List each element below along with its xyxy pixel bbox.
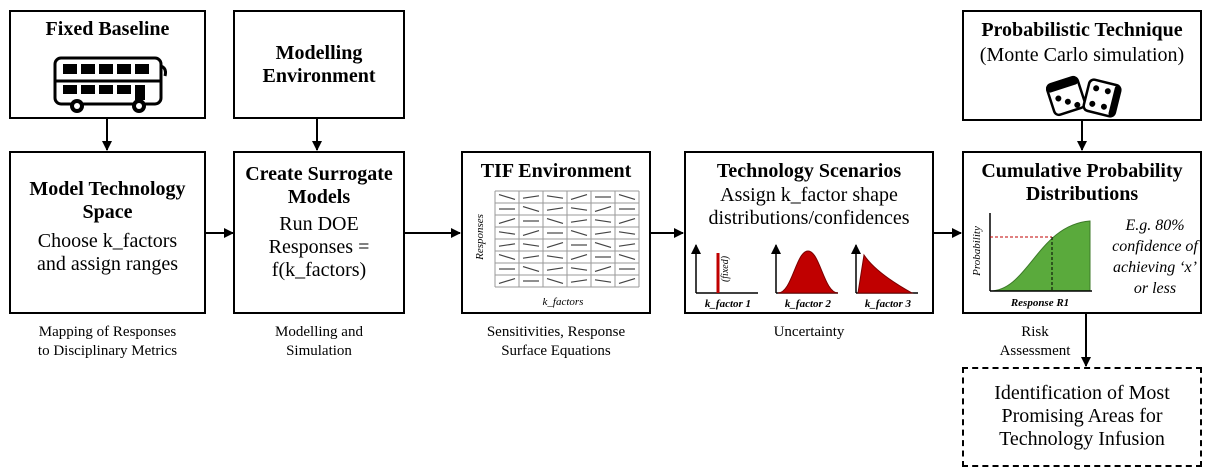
probabilistic-technique-title: Probabilistic Technique xyxy=(981,19,1183,41)
caption-model-technology: Mapping of Responses to Disciplinary Met… xyxy=(37,324,178,359)
sensitivity-trace xyxy=(570,194,588,200)
sensitivity-trace xyxy=(546,267,564,271)
sensitivity-trace xyxy=(570,279,588,283)
cumulative-probability-title: Cumulative Probability Distributions xyxy=(981,160,1183,205)
tif-y-label: Responses xyxy=(474,214,486,261)
model-technology-space-box: Model Technology Space Choose k_factors … xyxy=(9,151,206,314)
k-factor-distributions: (fixed) k_factor 1 k_factor 2 k_factor 3 xyxy=(691,244,918,310)
dist1-note: (fixed) xyxy=(720,255,731,282)
fixed-baseline-title: Fixed Baseline xyxy=(45,18,170,40)
cdf-y-label: Probability xyxy=(971,226,983,277)
sensitivity-trace xyxy=(498,278,516,284)
output-identification-text: Identification of Most Promising Areas f… xyxy=(994,382,1170,450)
dist3-label: k_factor 3 xyxy=(865,298,912,310)
cumulative-probability-box: Cumulative Probability Distributions Pro… xyxy=(962,151,1202,314)
sensitivity-trace xyxy=(546,278,564,284)
sensitivity-trace xyxy=(546,255,564,259)
modelling-environment-box: Modelling Environment xyxy=(233,10,405,119)
sensitivity-trace xyxy=(570,230,588,236)
double-decker-bus-icon xyxy=(53,56,167,113)
sensitivity-trace xyxy=(546,242,564,248)
tif-environment-box: TIF Environment Responses k_factors xyxy=(461,151,651,314)
tif-environment-title: TIF Environment xyxy=(480,160,632,182)
cdf-note: E.g. 80% confidence of achieving ‘x’ or … xyxy=(1112,217,1198,297)
model-technology-space-title: Model Technology Space xyxy=(29,178,186,223)
sensitivity-trace xyxy=(594,231,612,235)
sensitivity-trace xyxy=(522,195,540,199)
caption-tif: Sensitivities, Response Surface Equation… xyxy=(486,324,626,359)
sensitivity-trace xyxy=(498,231,516,235)
cdf-x-label: Response R1 xyxy=(1010,297,1069,309)
sensitivity-trace xyxy=(522,206,540,212)
sensitivity-trace xyxy=(522,243,540,247)
triangular-distribution xyxy=(857,253,914,294)
fixed-baseline-box: Fixed Baseline xyxy=(9,10,206,119)
sensitivity-trace xyxy=(498,243,516,247)
dice-icon xyxy=(1046,75,1122,118)
sensitivity-trace xyxy=(546,218,564,224)
technology-scenarios-box: Technology Scenarios Assign k_factor sha… xyxy=(684,151,934,314)
sensitivity-trace xyxy=(570,254,588,260)
sensitivity-trace xyxy=(618,254,636,260)
create-surrogate-models-box: Create Surrogate Models Run DOE Response… xyxy=(233,151,405,314)
sensitivity-trace xyxy=(522,255,540,259)
sensitivity-trace xyxy=(618,194,636,200)
dist2-label: k_factor 2 xyxy=(785,298,832,310)
create-surrogate-models-title: Create Surrogate Models xyxy=(245,163,393,208)
sensitivity-trace xyxy=(618,243,636,247)
caption-tech-scenarios: Uncertainty xyxy=(773,324,845,340)
sensitivity-trace xyxy=(522,266,540,272)
bell-distribution xyxy=(777,250,839,294)
sensitivity-trace xyxy=(570,219,588,223)
sensitivity-trace xyxy=(570,267,588,271)
sensitivity-trace xyxy=(594,242,612,248)
sensitivity-trace xyxy=(546,195,564,199)
sensitivity-trace xyxy=(498,254,516,260)
create-surrogate-models-body: Run DOE Responses = f(k_factors) xyxy=(268,213,370,281)
caption-surrogate: Modelling and Simulation xyxy=(275,324,363,359)
sensitivity-trace xyxy=(618,218,636,224)
technology-scenarios-body: Assign k_factor shape distributions/conf… xyxy=(708,184,910,229)
sensitivity-trace xyxy=(618,231,636,235)
probabilistic-technique-subtitle: (Monte Carlo simulation) xyxy=(979,44,1185,66)
sensitivity-trace xyxy=(570,207,588,211)
dist1-label: k_factor 1 xyxy=(705,298,751,310)
tif-x-label: k_factors xyxy=(543,296,584,308)
sensitivity-trace xyxy=(618,278,636,284)
technology-scenarios-title: Technology Scenarios xyxy=(716,160,902,182)
sensitivity-trace xyxy=(522,230,540,236)
model-technology-space-body: Choose k_factors and assign ranges xyxy=(36,230,179,275)
sensitivity-trace xyxy=(594,266,612,272)
sensitivity-trace xyxy=(594,279,612,283)
probabilistic-technique-box: Probabilistic Technique (Monte Carlo sim… xyxy=(962,10,1202,121)
sensitivity-grid: Responses k_factors xyxy=(474,190,640,308)
modelling-environment-title: Modelling Environment xyxy=(262,42,376,87)
sensitivity-trace xyxy=(594,219,612,223)
sensitivity-trace xyxy=(546,207,564,211)
output-identification-box: Identification of Most Promising Areas f… xyxy=(962,367,1202,467)
cdf-plot: Probability Response R1 xyxy=(971,213,1092,309)
sensitivity-trace xyxy=(594,206,612,212)
cdf-area xyxy=(989,220,1091,292)
sensitivity-trace xyxy=(498,218,516,224)
sensitivity-trace xyxy=(498,194,516,200)
caption-cumulative: Risk Assessment xyxy=(999,324,1071,359)
